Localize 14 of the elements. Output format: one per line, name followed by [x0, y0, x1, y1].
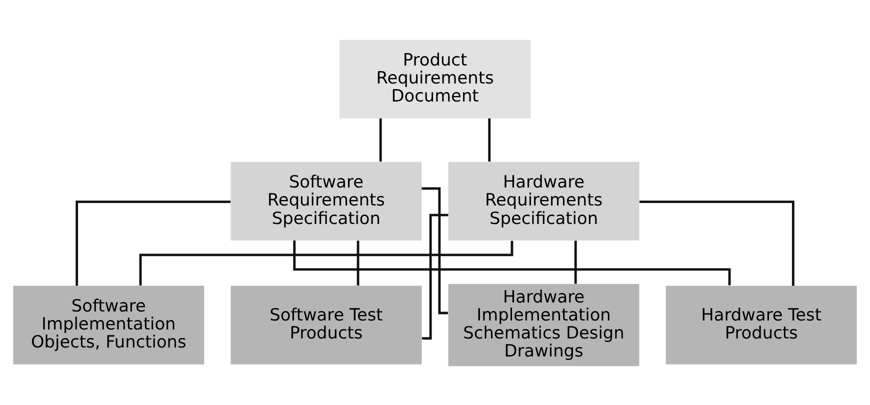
node-box: Hardware Requirements Specification [448, 161, 640, 240]
node-box: Software Test Products [230, 285, 422, 364]
connector [574, 240, 577, 284]
node-box: Software Requirements Specification [230, 161, 422, 240]
connector [76, 200, 231, 286]
node-box: Product Requirements Document [340, 39, 530, 118]
node-box: Hardware Test Products [666, 285, 857, 364]
connector [639, 200, 794, 286]
connector [422, 213, 448, 340]
connector [379, 118, 382, 162]
node-box: Software Implementation Objects, Functions [13, 285, 204, 364]
connector [356, 240, 360, 285]
node-box: Hardware Implementation Schematics Design Drawings [448, 283, 640, 366]
connector [488, 118, 491, 162]
